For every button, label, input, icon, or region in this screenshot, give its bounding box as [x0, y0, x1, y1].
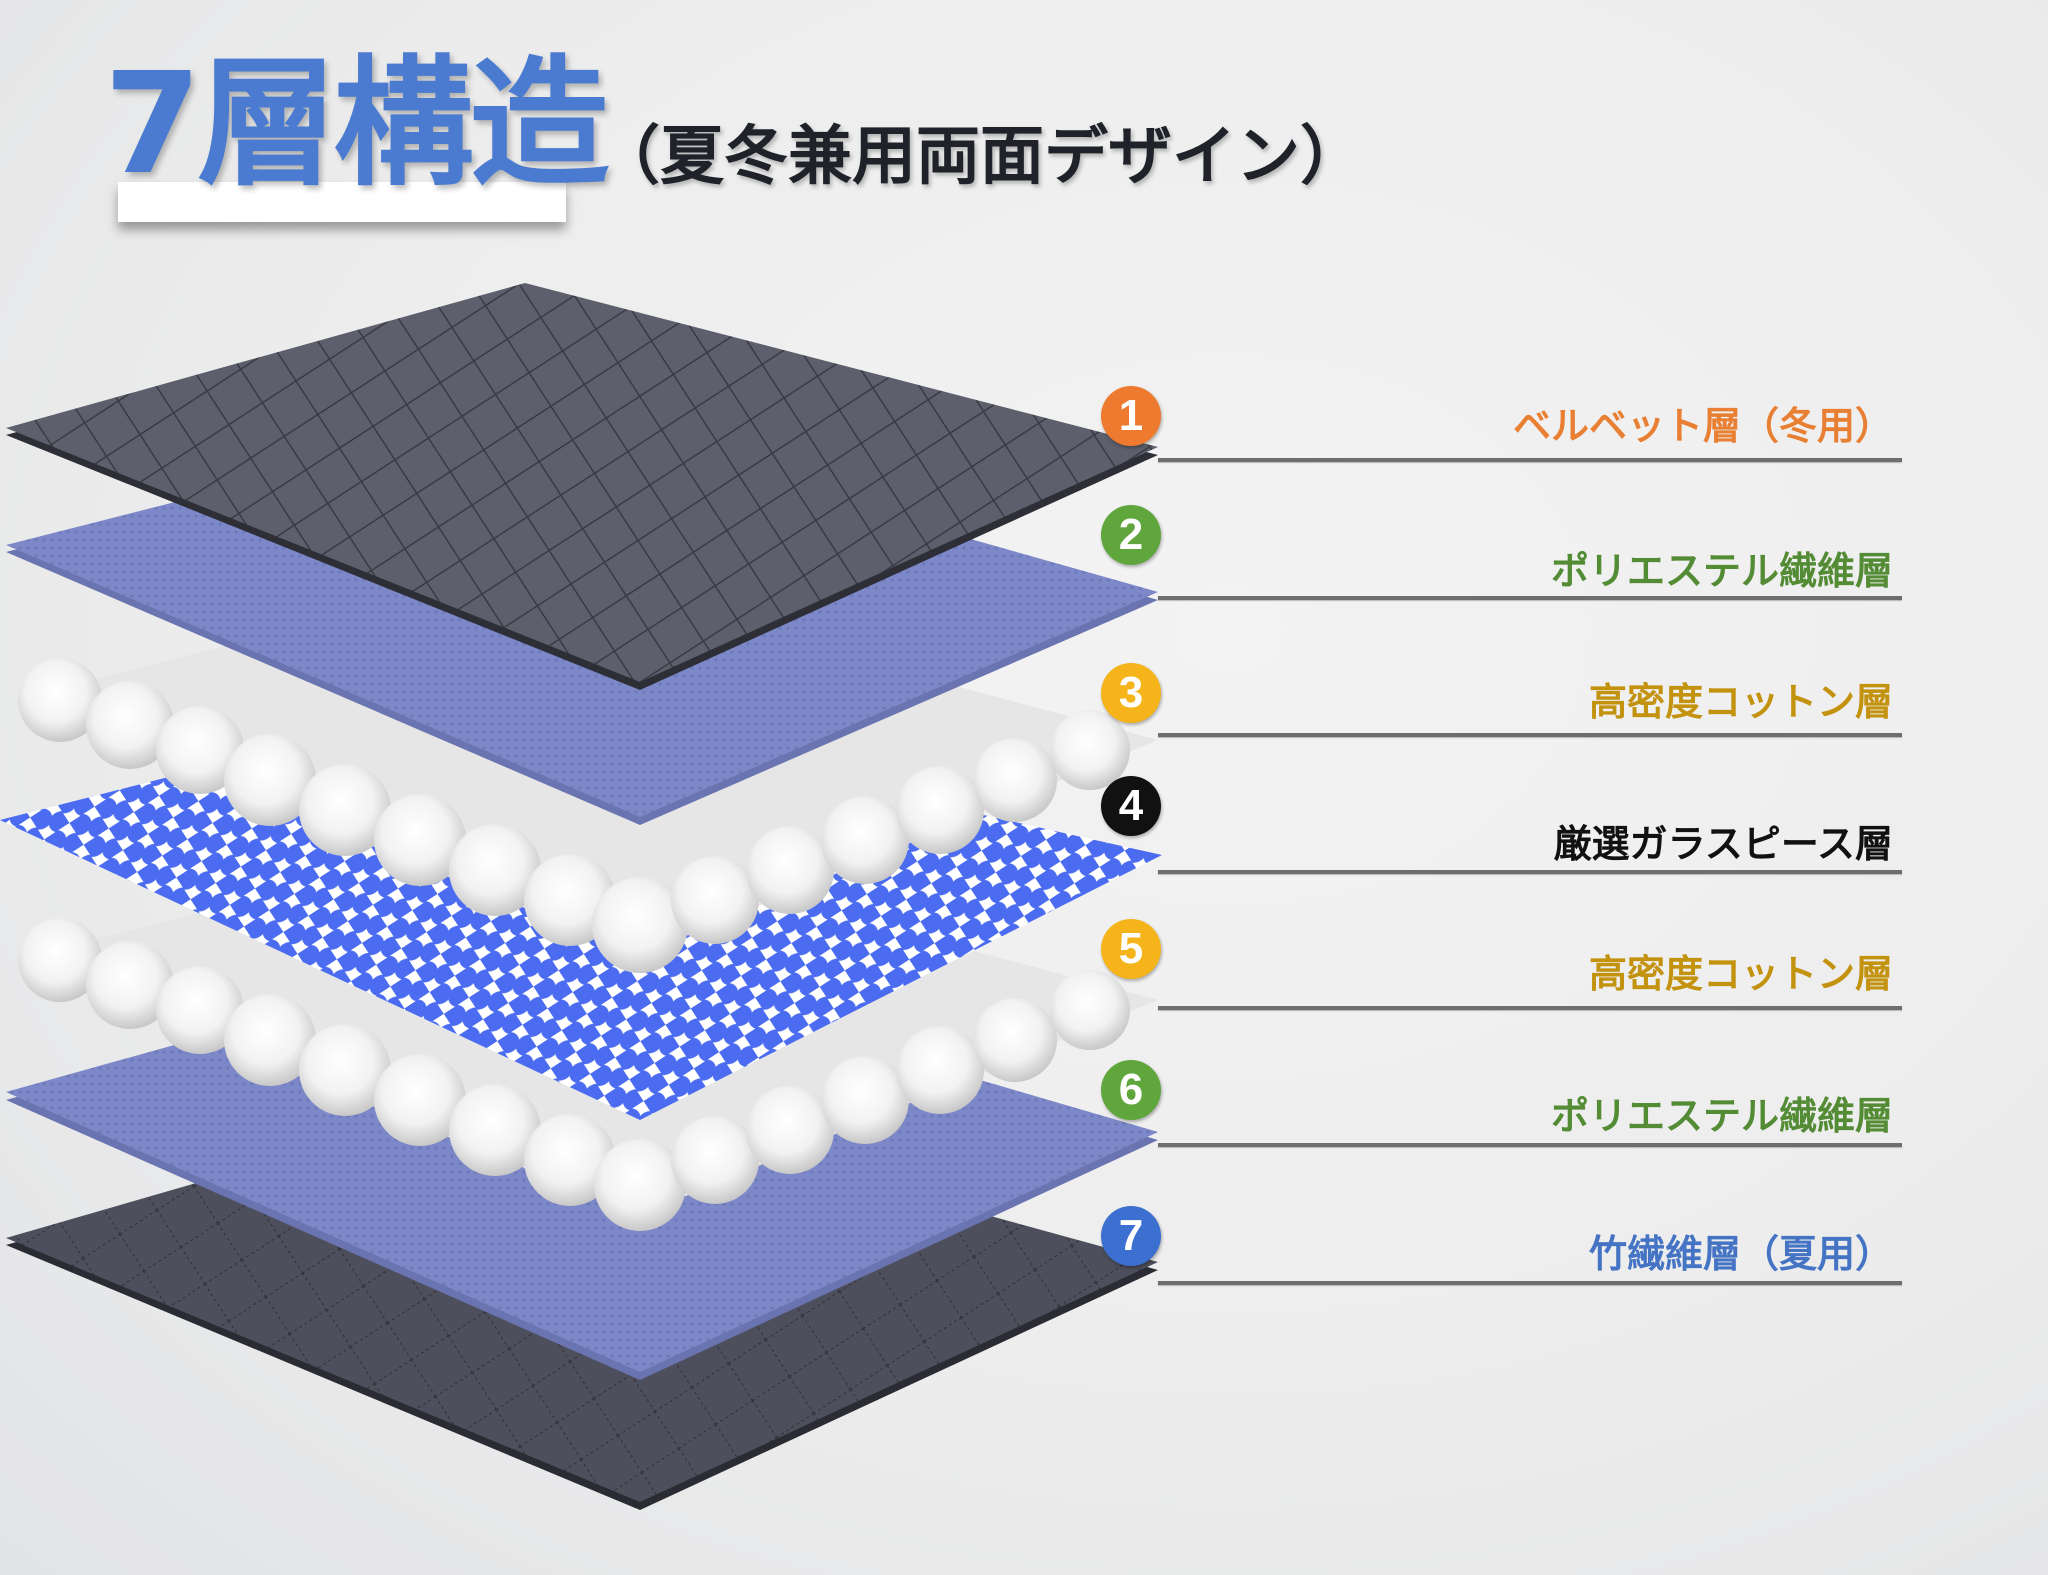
layer-badge-7: 7 — [1101, 1206, 1161, 1266]
layer-label-1: ベルベット層（冬用） — [1512, 404, 1893, 448]
title-underline-bar — [118, 182, 566, 222]
page-subtitle: （夏冬兼用両面デザイン） — [596, 120, 1364, 194]
layer-label-5: 高密度コットン層 — [1588, 952, 1893, 996]
layer-badge-6: 6 — [1101, 1060, 1161, 1120]
leader-line-2 — [1158, 596, 1902, 600]
leader-line-4 — [1158, 870, 1902, 874]
layer-badge-3: 3 — [1101, 663, 1161, 723]
leader-line-7 — [1158, 1281, 1902, 1285]
leader-line-6 — [1158, 1143, 1902, 1147]
layer-label-4: 厳選ガラスピース層 — [1553, 822, 1893, 866]
layer-label-2: ポリエステル繊維層 — [1550, 549, 1893, 593]
layer-badge-1: 1 — [1101, 386, 1161, 446]
leader-line-1 — [1158, 458, 1902, 462]
layer-label-3: 高密度コットン層 — [1588, 680, 1893, 724]
layer-badge-2: 2 — [1101, 505, 1161, 565]
layer-badge-5: 5 — [1101, 919, 1161, 979]
leader-line-5 — [1158, 1006, 1902, 1010]
leader-line-3 — [1158, 733, 1902, 737]
layer-label-7: 竹繊維層（夏用） — [1588, 1232, 1893, 1276]
layer-label-6: ポリエステル繊維層 — [1550, 1094, 1893, 1138]
page-title: 7層構造 — [104, 43, 609, 206]
layer-badge-4: 4 — [1101, 776, 1161, 836]
layer-1-velvet — [6, 283, 1158, 690]
